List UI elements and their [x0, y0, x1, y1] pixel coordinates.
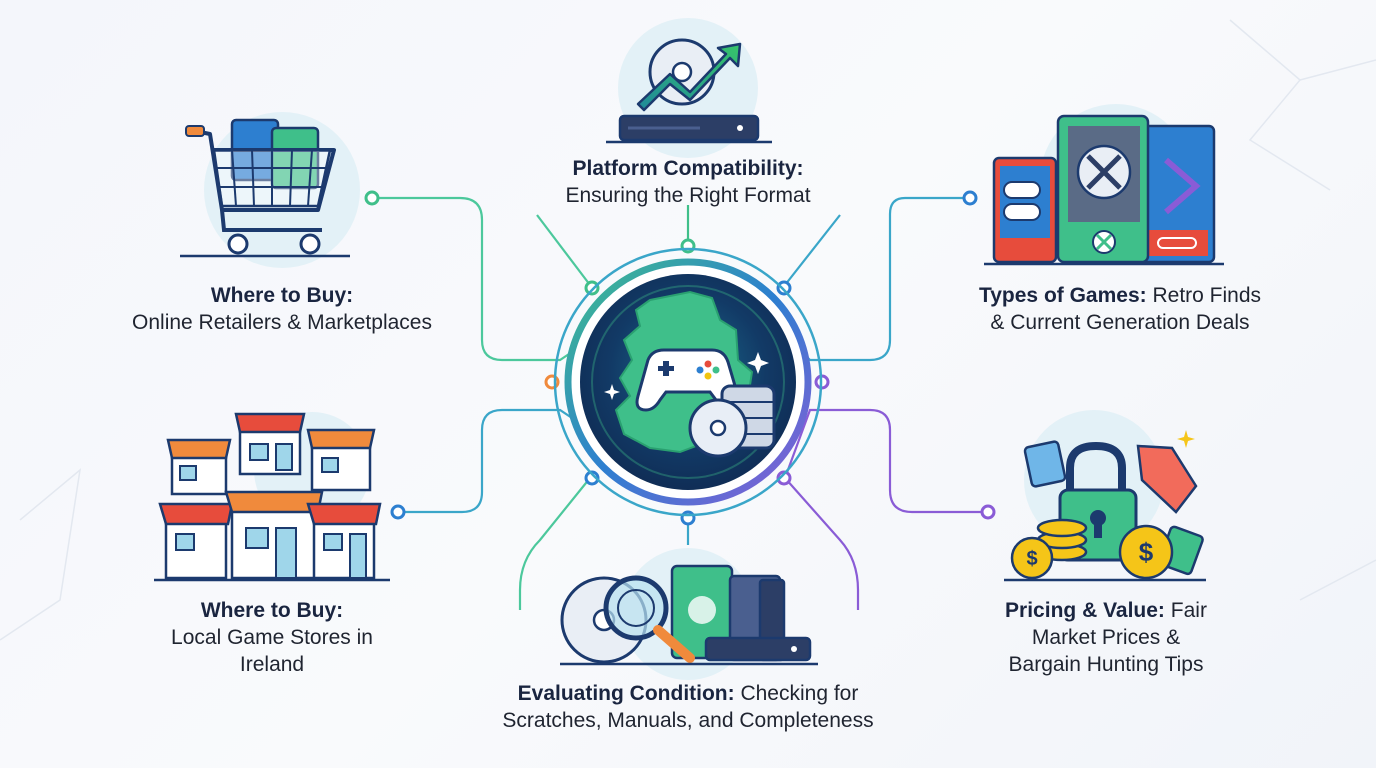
topic-local-title: Where to Buy:	[200, 599, 344, 622]
connector-types	[789, 196, 968, 362]
node-tr	[776, 280, 792, 296]
topic-local-label: Where to Buy: Local Game Stores in Irela…	[112, 597, 432, 678]
topic-types-desc-1: Retro Finds	[1146, 284, 1262, 307]
svg-text:$: $	[1026, 548, 1037, 570]
topic-pricing-title: Pricing & Value:	[1005, 599, 1165, 622]
topic-local-desc-1: Local Game Stores in	[171, 626, 373, 649]
svg-text:$: $	[1139, 537, 1154, 567]
connector-nodes	[364, 190, 996, 526]
topic-platform-desc: Ensuring the Right Format	[565, 184, 811, 207]
game-cases-icon	[984, 104, 1224, 266]
topic-types-desc-2: & Current Generation Deals	[990, 311, 1250, 334]
connector-lines	[340, 196, 1035, 610]
node-tl	[584, 280, 600, 296]
topic-pricing-label: Pricing & Value: Fair Market Prices & Ba…	[956, 597, 1256, 678]
topic-platform-title: Platform Compatibility:	[572, 157, 804, 180]
topic-condition-desc-1: Checking for	[734, 682, 859, 705]
connector-condition-right	[784, 477, 860, 610]
storefronts-icon	[154, 412, 390, 582]
node-br	[776, 470, 792, 486]
topic-online-label: Where to Buy: Online Retailers & Marketp…	[92, 282, 472, 336]
disc-stack-icon	[688, 384, 776, 458]
connector-local	[400, 408, 591, 514]
topic-online-title: Where to Buy:	[210, 284, 354, 307]
center-hub	[553, 247, 823, 517]
connector-platform	[536, 214, 591, 286]
padlock-coins-price-tag-icon: $ $	[1004, 410, 1206, 582]
node-pricing	[980, 504, 996, 520]
sparkle-icon	[747, 352, 769, 374]
node-online	[364, 190, 380, 206]
topic-condition-title: Evaluating Condition:	[517, 682, 735, 705]
topic-online-desc: Online Retailers & Marketplaces	[132, 311, 432, 334]
node-bl	[584, 470, 600, 486]
connector-condition-left	[518, 477, 591, 610]
topic-types-label: Types of Games: Retro Finds & Current Ge…	[930, 282, 1310, 336]
sparkle-icon	[604, 384, 620, 400]
topic-pricing-desc-3: Bargain Hunting Tips	[1008, 653, 1204, 676]
console-disc-growth-arrow-icon	[606, 18, 772, 158]
shopping-cart-icon	[180, 112, 360, 268]
node-types	[962, 190, 978, 206]
magnifier-disc-inspection-icon	[560, 548, 818, 680]
connector-online	[372, 196, 591, 362]
topic-condition-label: Evaluating Condition: Checking for Scrat…	[458, 680, 918, 734]
topic-pricing-desc-2: Market Prices &	[1031, 626, 1181, 649]
topic-local-desc-2: Ireland	[239, 653, 305, 676]
topic-condition-desc-2: Scratches, Manuals, and Completeness	[502, 709, 874, 732]
connector-pricing	[783, 408, 988, 514]
background-decoration	[0, 19, 1376, 641]
connector-platform-2	[784, 214, 841, 286]
topic-pricing-desc-1: Fair	[1164, 599, 1207, 622]
node-local	[390, 504, 406, 520]
topic-types-title: Types of Games:	[978, 284, 1147, 307]
topic-platform-label: Platform Compatibility: Ensuring the Rig…	[520, 155, 856, 209]
